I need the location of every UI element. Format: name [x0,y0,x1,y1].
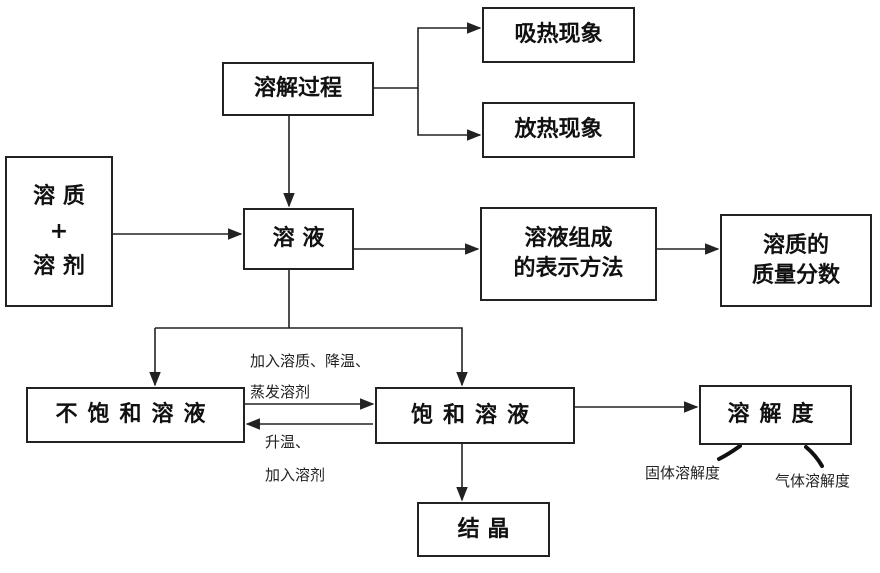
node-solute-plus-solvent: 溶 质 + 溶 剂 [5,156,113,307]
label-to-unsaturated-line2: 加入溶剂 [265,466,326,484]
arrow-split-to-saturated [155,327,468,387]
node-dissolution-process: 溶解过程 [222,62,374,116]
arrow-process-to-release [417,88,482,141]
node-heat-release: 放热现象 [482,102,635,158]
node-mass-fraction: 溶质的 质量分数 [720,214,872,307]
label-to-saturated-line1: 加入溶质、降温、 [250,352,371,370]
stroke-to-solid-solubility [717,444,742,461]
node-saturated-solution: 饱和溶液 [375,387,575,444]
label-gas-solubility: 气体溶解度 [775,472,851,490]
node-composition-representation: 溶液组成 的表示方法 [480,207,657,301]
node-heat-absorption: 吸热现象 [482,7,635,63]
label-to-unsaturated-line1: 升温、 [265,433,311,451]
label-solid-solubility: 固体溶解度 [645,464,721,482]
node-solubility: 溶解度 [699,385,852,445]
node-unsaturated-solution: 不饱和溶液 [26,387,245,443]
label-to-saturated-line2: 蒸发溶剂 [250,383,311,401]
node-crystallization: 结 晶 [417,502,550,557]
node-solution: 溶 液 [243,208,354,270]
arrow-process-to-absorption [374,22,482,89]
stroke-to-gas-solubility [804,445,824,468]
